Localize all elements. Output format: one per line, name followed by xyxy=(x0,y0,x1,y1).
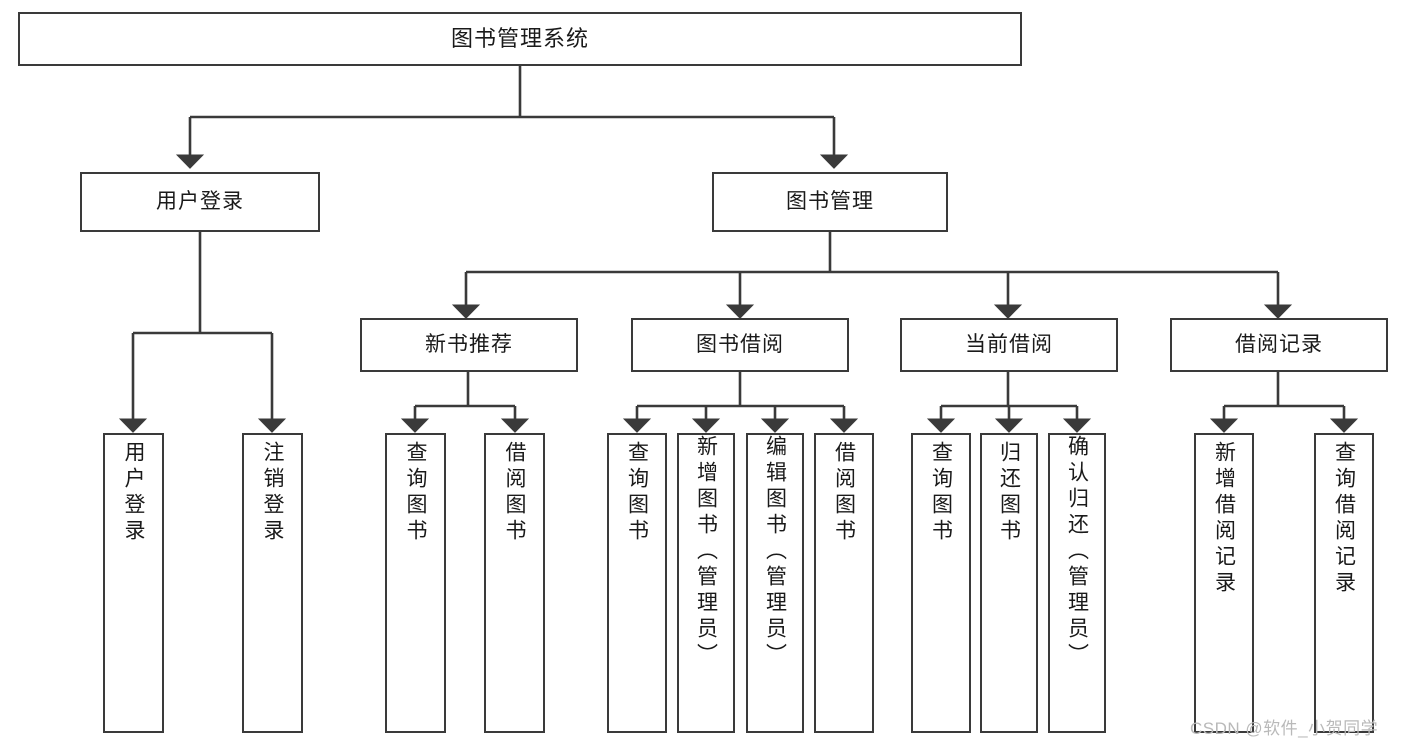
node-new-book-recommend-label: 新书推荐 xyxy=(425,332,513,356)
node-root-system[interactable]: 图书管理系统 xyxy=(18,12,1022,66)
node-leaf-query-record[interactable]: 查询借阅记录 xyxy=(1314,433,1374,733)
node-leaf-user-login-label: 用户登录 xyxy=(122,441,145,545)
node-leaf-add-record[interactable]: 新增借阅记录 xyxy=(1194,433,1254,733)
node-leaf-borrow-book-2[interactable]: 借阅图书 xyxy=(814,433,874,733)
node-leaf-query-book-1-label: 查询图书 xyxy=(404,441,427,545)
node-root-system-label: 图书管理系统 xyxy=(450,26,589,52)
node-leaf-edit-book-label: 编辑图书（管理员） xyxy=(763,435,787,669)
node-book-management-label: 图书管理 xyxy=(786,189,874,213)
node-leaf-query-book-2[interactable]: 查询图书 xyxy=(607,433,667,733)
node-borrow-record[interactable]: 借阅记录 xyxy=(1170,318,1388,372)
node-book-management[interactable]: 图书管理 xyxy=(712,172,948,232)
node-leaf-add-record-label: 新增借阅记录 xyxy=(1212,441,1236,597)
node-leaf-logout-login-label: 注销登录 xyxy=(261,441,284,545)
node-new-book-recommend[interactable]: 新书推荐 xyxy=(360,318,578,372)
csdn-watermark: CSDN @软件_小贺同学 xyxy=(1190,719,1379,738)
node-user-login[interactable]: 用户登录 xyxy=(80,172,320,232)
node-current-borrow-label: 当前借阅 xyxy=(965,332,1053,356)
node-leaf-return-book[interactable]: 归还图书 xyxy=(980,433,1038,733)
node-leaf-query-book-1[interactable]: 查询图书 xyxy=(385,433,446,733)
node-leaf-return-book-label: 归还图书 xyxy=(997,441,1021,545)
node-leaf-confirm-return[interactable]: 确认归还（管理员） xyxy=(1048,433,1106,733)
node-book-borrow[interactable]: 图书借阅 xyxy=(631,318,849,372)
node-leaf-logout-login[interactable]: 注销登录 xyxy=(242,433,303,733)
node-leaf-query-book-2-label: 查询图书 xyxy=(625,441,649,545)
node-borrow-record-label: 借阅记录 xyxy=(1235,332,1323,356)
node-leaf-user-login[interactable]: 用户登录 xyxy=(103,433,164,733)
node-current-borrow[interactable]: 当前借阅 xyxy=(900,318,1118,372)
node-leaf-confirm-return-label: 确认归还（管理员） xyxy=(1065,435,1089,669)
node-leaf-edit-book[interactable]: 编辑图书（管理员） xyxy=(746,433,804,733)
node-leaf-borrow-book-2-label: 借阅图书 xyxy=(832,441,856,545)
node-leaf-query-record-label: 查询借阅记录 xyxy=(1332,441,1356,597)
node-leaf-add-book-label: 新增图书（管理员） xyxy=(694,435,718,669)
node-book-borrow-label: 图书借阅 xyxy=(696,332,784,356)
node-user-login-label: 用户登录 xyxy=(156,189,244,213)
node-leaf-borrow-book-1[interactable]: 借阅图书 xyxy=(484,433,545,733)
node-leaf-query-book-3-label: 查询图书 xyxy=(929,441,953,545)
node-leaf-borrow-book-1-label: 借阅图书 xyxy=(503,441,526,545)
node-leaf-query-book-3[interactable]: 查询图书 xyxy=(911,433,971,733)
node-leaf-add-book[interactable]: 新增图书（管理员） xyxy=(677,433,735,733)
